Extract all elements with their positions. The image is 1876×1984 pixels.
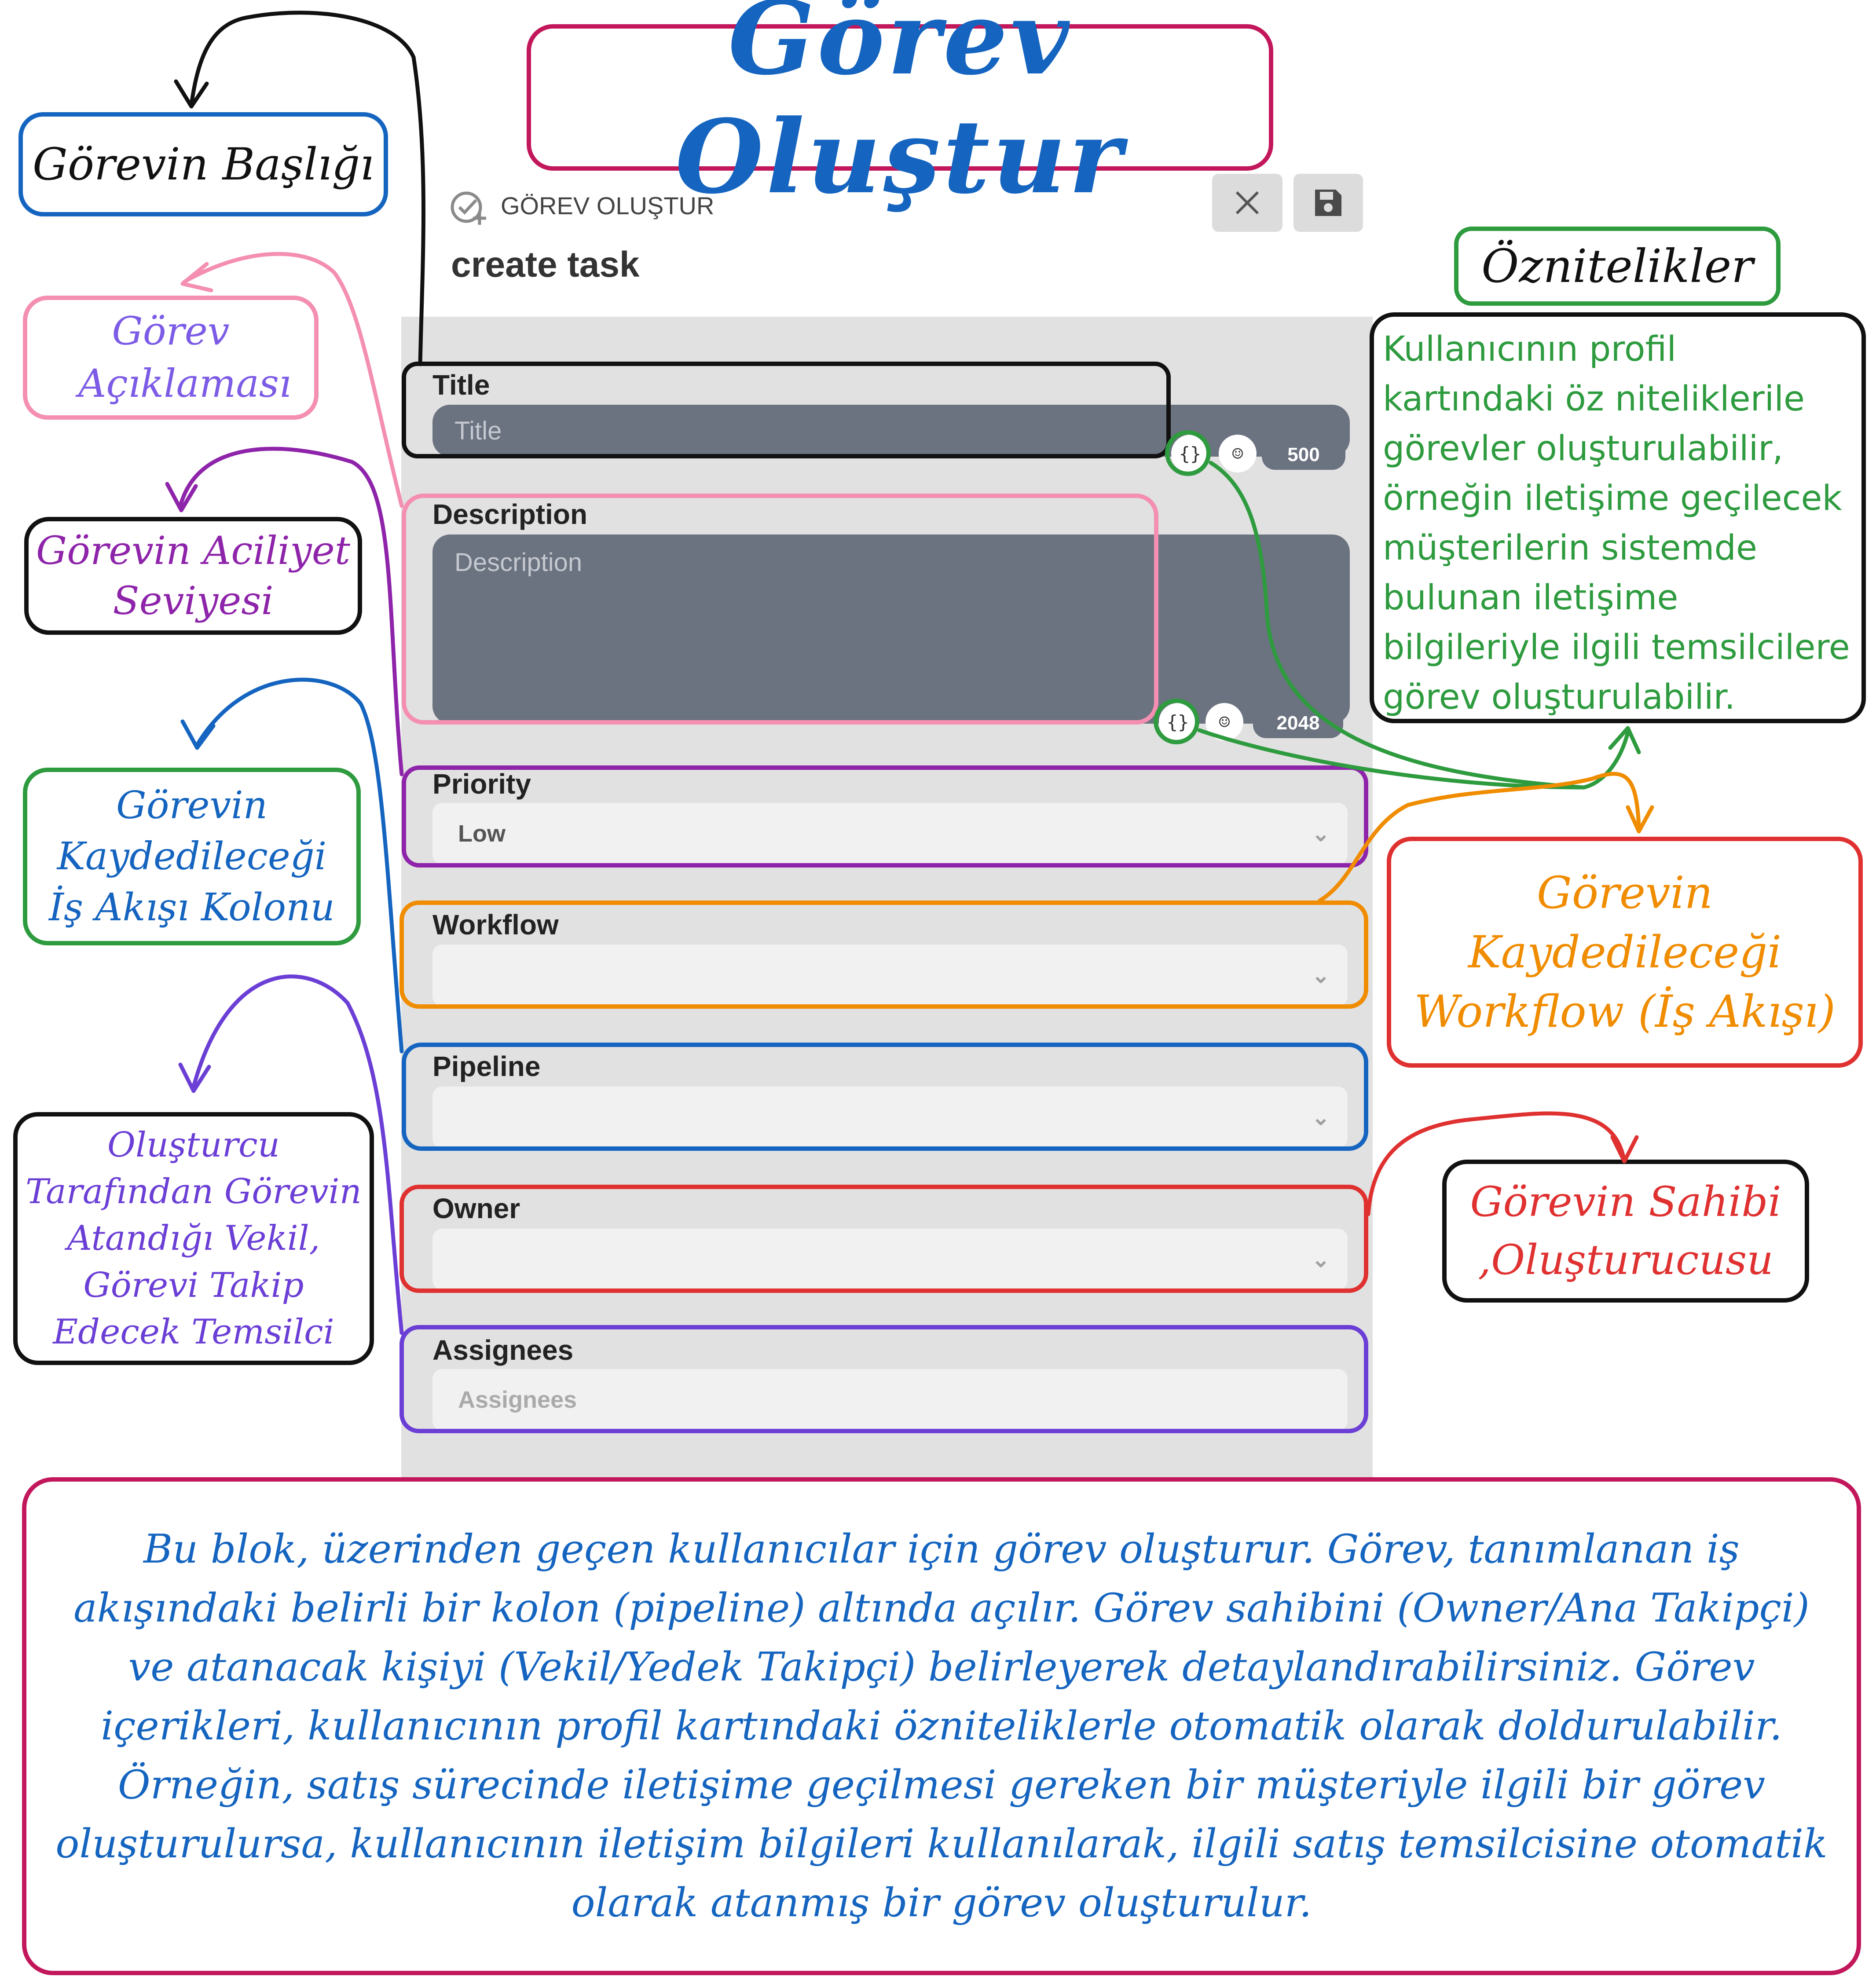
description-highlight [402, 494, 1158, 725]
assignees-highlight [399, 1325, 1368, 1433]
description-label: Description [432, 498, 588, 530]
save-icon [1315, 190, 1341, 216]
title-attribute-highlight [1165, 430, 1211, 476]
assignees-input[interactable]: Assignees [432, 1369, 1348, 1431]
title-label: Title [432, 369, 490, 401]
diagram-title-box: Görev Oluştur [527, 0, 1273, 216]
priority-highlight [402, 765, 1368, 868]
emoji-icon[interactable]: ☺ [1205, 703, 1243, 741]
pipeline-label: Pipeline [432, 1051, 541, 1082]
chevron-down-icon: ⌄ [1312, 1105, 1330, 1130]
description-input[interactable]: Description [432, 534, 1350, 724]
workflow-highlight [399, 900, 1368, 1009]
form-panel [401, 317, 1373, 1480]
summary-box: Bu blok, üzerinden geçen kullanıcılar iç… [22, 1477, 1861, 1975]
chevron-down-icon: ⌄ [1312, 963, 1330, 988]
form-caption: GÖREV OLUŞTUR [501, 192, 714, 220]
description-counter: 2048 [1253, 708, 1343, 738]
pipeline-callout: Görevin Kaydedileceği İş Akışı Kolonu [23, 768, 361, 945]
assignees-label: Assignees [432, 1334, 574, 1366]
form-name: create task [451, 245, 640, 285]
priority-select[interactable]: Low ⌄ [432, 803, 1348, 864]
workflow-callout: Görevin Kaydedileceği Workflow (İş Akışı… [1387, 837, 1863, 1068]
title-highlight [402, 362, 1171, 458]
priority-callout: Görevin Aciliyet Seviyesi [24, 517, 362, 635]
description-placeholder: Description [454, 548, 583, 577]
chevron-down-icon: ⌄ [1312, 1247, 1330, 1272]
owner-select[interactable]: ⌄ [432, 1229, 1348, 1290]
owner-callout: Görevin Sahibi ,Oluşturucusu [1442, 1160, 1809, 1303]
task-add-icon [449, 187, 489, 227]
title-counter: 500 [1262, 440, 1345, 470]
workflow-select[interactable]: ⌄ [432, 944, 1348, 1006]
title-placeholder: Title [454, 416, 502, 445]
close-button[interactable] [1212, 174, 1282, 232]
close-icon [1235, 191, 1259, 215]
owner-label: Owner [432, 1193, 520, 1224]
priority-value: Low [458, 820, 506, 847]
assignees-placeholder: Assignees [458, 1387, 577, 1413]
diagram-title: Görev Oluştur [675, 0, 1125, 216]
emoji-icon[interactable]: ☺ [1219, 435, 1257, 472]
pipeline-select[interactable]: ⌄ [432, 1087, 1348, 1148]
pipeline-highlight [402, 1043, 1368, 1151]
save-button[interactable] [1293, 174, 1363, 232]
owner-highlight [399, 1185, 1368, 1293]
attributes-callout: Kullanıcının profil kartındaki öz niteli… [1370, 312, 1866, 723]
priority-label: Priority [432, 768, 531, 800]
attributes-title-callout: Öznitelikler [1454, 227, 1781, 306]
title-callout: Görevin Başlığı [18, 112, 388, 216]
workflow-label: Workflow [432, 909, 559, 941]
description-callout: Görev Açıklaması [23, 296, 319, 420]
assignees-callout: Oluşturcu Tarafından Görevin Atandığı Ve… [13, 1112, 374, 1365]
description-attribute-highlight [1154, 699, 1199, 744]
